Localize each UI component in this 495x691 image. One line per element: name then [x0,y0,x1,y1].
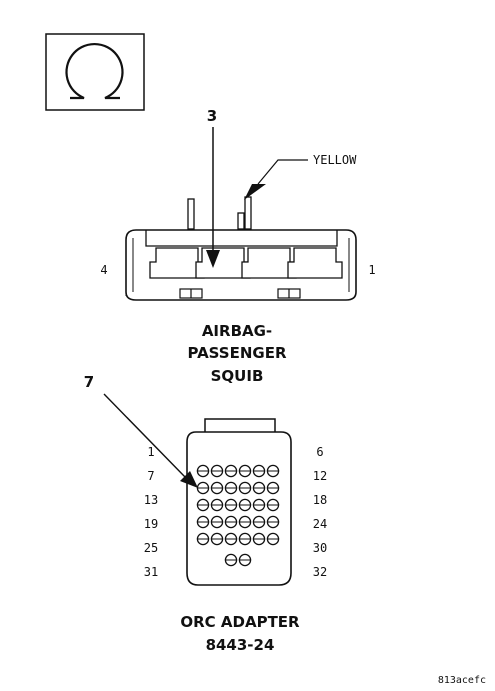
squib-callout-number: 3 [207,107,217,125]
squib-title-line-1: AIRBAG- [202,322,272,340]
adapter-right-labels: 6 12 18 24 30 32 [313,445,327,579]
figure-id: 813acefc [438,675,486,686]
adapter-callout-arrow [103,393,198,488]
adapter-left-label: 1 [147,445,154,459]
adapter-left-label: 13 [144,493,158,507]
squib-pin-left-label: 4 [100,263,107,277]
wire-color-label: YELLOW [313,153,357,167]
squib-title-line-2: PASSENGER [187,344,287,362]
adapter-right-label: 30 [313,541,327,555]
squib-connector [125,196,357,301]
adapter-callout-number: 7 [84,373,94,391]
adapter-left-label: 19 [144,517,158,531]
adapter-right-label: 12 [313,469,327,483]
adapter-title: ORC ADAPTER 8443-24 [180,613,300,654]
orc-adapter-connector [186,418,292,586]
ohmmeter-symbol [45,33,145,111]
adapter-right-label: 24 [313,517,327,531]
adapter-left-labels: 1 7 13 19 25 31 [144,445,158,579]
squib-pin-right-label: 1 [368,263,375,277]
adapter-title-line-2: 8443-24 [206,636,275,654]
adapter-right-label: 32 [313,565,327,579]
adapter-right-label: 18 [313,493,327,507]
adapter-left-label: 7 [147,469,154,483]
squib-title-line-3: SQUIB [211,367,264,385]
adapter-left-label: 25 [144,541,158,555]
squib-callout-arrow [206,127,220,268]
adapter-title-line-1: ORC ADAPTER [180,613,300,631]
wire-color-leader-arrow [244,159,308,200]
adapter-left-label: 31 [144,565,158,579]
ohm-resistance-symbol-icon [65,42,124,100]
squib-title: AIRBAG- PASSENGER SQUIB [187,322,287,385]
adapter-pin-grid [196,464,280,567]
adapter-right-label: 6 [316,445,323,459]
